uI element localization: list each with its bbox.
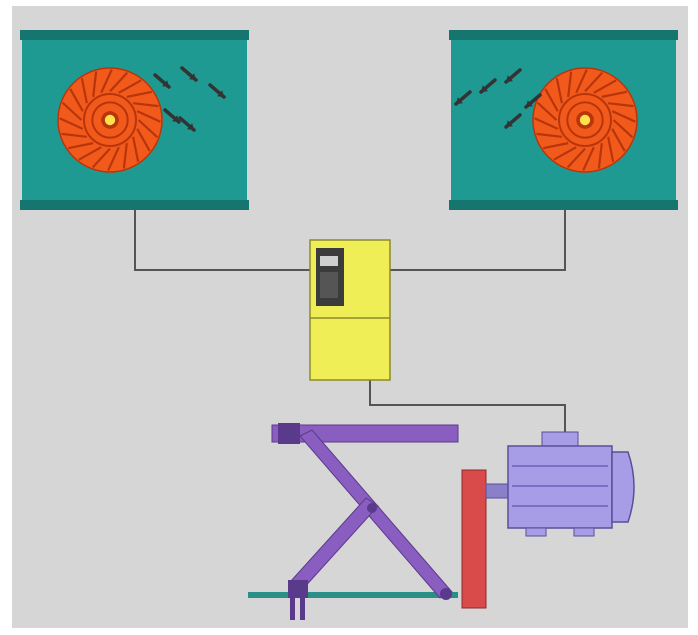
motor-shaft xyxy=(485,483,511,499)
impeller-blade xyxy=(136,110,161,123)
impeller-hub xyxy=(579,114,591,126)
housing-top-rail-right xyxy=(449,30,678,40)
impeller-blade xyxy=(534,117,559,130)
impeller-blade xyxy=(612,119,634,139)
motor-end-cap xyxy=(611,451,635,523)
airflow-arrow-head xyxy=(217,90,224,97)
impeller-ring xyxy=(91,101,129,139)
impeller-blade xyxy=(61,132,87,138)
impeller-blade xyxy=(59,117,84,130)
inverter-keypad xyxy=(320,272,338,298)
airflow-arrow-head xyxy=(526,100,533,107)
impeller-blade xyxy=(78,146,102,161)
impeller-blade xyxy=(607,136,615,163)
impeller-blade xyxy=(566,147,586,169)
base-rail xyxy=(248,592,458,598)
airflow-arrows-right xyxy=(454,68,542,129)
impeller-blade xyxy=(92,71,98,97)
impeller-blade xyxy=(567,71,573,97)
inverter-screen xyxy=(320,256,338,266)
impeller-blade xyxy=(536,101,558,121)
wire-right-fan-to-inverter xyxy=(390,210,566,271)
airflow-arrow-head xyxy=(456,97,463,104)
center-pivot xyxy=(367,503,377,513)
impeller-blade xyxy=(109,71,129,93)
impeller-blade xyxy=(80,77,88,104)
impeller-blade xyxy=(544,88,559,112)
housing-bottom-rail-right xyxy=(449,200,678,210)
airflow-arrow-head xyxy=(162,80,169,87)
housing-top-rail-left xyxy=(20,30,249,40)
motor-foot-right xyxy=(573,527,595,537)
impeller-blade xyxy=(611,128,626,152)
foot-leg-2 xyxy=(300,596,305,620)
impeller-blade xyxy=(107,146,120,171)
airflow-arrow-head xyxy=(189,73,196,80)
foot-leg-1 xyxy=(290,596,295,620)
impeller-blade xyxy=(69,88,84,112)
impeller-blade xyxy=(67,142,94,150)
impeller-blade xyxy=(575,69,588,94)
impeller-blade xyxy=(597,143,603,169)
motor-foot-left xyxy=(525,527,547,537)
impeller-blade xyxy=(61,101,83,121)
fan-unit-right xyxy=(449,30,678,210)
electric-motor xyxy=(507,431,635,537)
impeller-blade xyxy=(593,79,617,94)
fan-unit-left xyxy=(20,30,249,210)
impeller-blade xyxy=(133,102,159,108)
impeller-blade xyxy=(611,110,636,123)
impeller-blade xyxy=(132,136,140,163)
top-pivot-block xyxy=(278,423,300,444)
impeller-blade xyxy=(542,142,569,150)
impeller-blade xyxy=(582,146,595,171)
drive-plate xyxy=(461,469,487,609)
wire-left-fan-to-inverter xyxy=(134,210,310,271)
airflow-arrow-head xyxy=(506,75,513,82)
impeller-blade xyxy=(555,77,563,104)
link-bar-a xyxy=(299,429,453,599)
scissor-linkage xyxy=(248,423,459,620)
impeller-left xyxy=(57,67,163,173)
impeller-blade xyxy=(608,102,634,108)
wiring xyxy=(134,210,566,432)
impeller-blade xyxy=(91,147,111,169)
housing-bottom-rail-left xyxy=(20,200,249,210)
impeller-blade xyxy=(100,69,113,94)
airflow-arrow-head xyxy=(187,123,194,130)
impeller-blade xyxy=(584,71,604,93)
impeller-hub xyxy=(104,114,116,126)
impeller-blade xyxy=(601,90,628,98)
impeller-blade xyxy=(126,90,153,98)
impeller-blade xyxy=(118,79,142,94)
airflow-arrow-head xyxy=(172,115,179,122)
wire-inverter-to-motor xyxy=(369,380,566,432)
end-pivot xyxy=(440,588,452,600)
impeller-blade xyxy=(137,119,159,139)
impeller-right xyxy=(532,67,638,173)
airflow-arrows-left xyxy=(153,66,226,132)
impeller-ring xyxy=(566,101,604,139)
frequency-inverter xyxy=(309,239,391,381)
airflow-arrow-head xyxy=(481,85,488,92)
motor-body xyxy=(507,445,613,529)
impeller-blade xyxy=(536,132,562,138)
impeller-blade xyxy=(553,146,577,161)
impeller-blade xyxy=(136,128,151,152)
foot-clamp xyxy=(288,580,308,598)
impeller-blade xyxy=(122,143,128,169)
airflow-arrow-head xyxy=(506,120,513,127)
